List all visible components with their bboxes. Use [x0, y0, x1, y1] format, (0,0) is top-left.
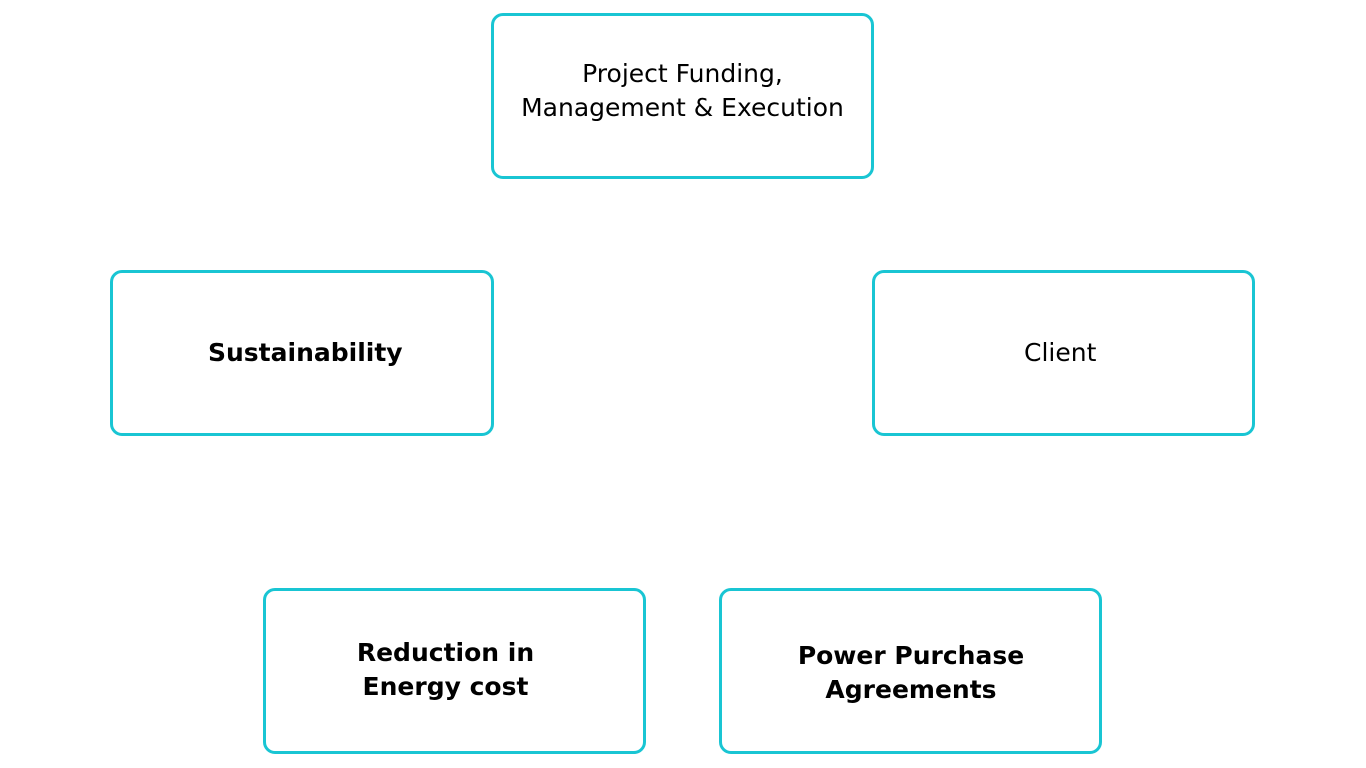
- node-sustainability-label: Sustainability: [208, 336, 403, 370]
- node-project-funding-label: Project Funding, Management & Execution: [521, 57, 844, 125]
- node-sustainability: Sustainability: [110, 270, 494, 436]
- node-project-funding-line2: Management & Execution: [521, 93, 844, 122]
- node-project-funding: Project Funding, Management & Execution: [491, 13, 874, 179]
- node-client-line1: Client: [1024, 338, 1097, 367]
- node-power-purchase-agreements: Power Purchase Agreements: [719, 588, 1102, 754]
- node-reduction-energy-cost-label: Reduction in Energy cost: [357, 636, 534, 704]
- node-client: Client: [872, 270, 1255, 436]
- node-power-purchase-agreements-line2: Agreements: [825, 675, 997, 704]
- node-reduction-energy-cost: Reduction in Energy cost: [263, 588, 646, 754]
- node-client-label: Client: [1024, 336, 1096, 370]
- node-sustainability-line1: Sustainability: [208, 338, 403, 367]
- node-project-funding-line1: Project Funding,: [582, 59, 783, 88]
- node-reduction-energy-cost-line2: Energy cost: [362, 672, 529, 701]
- node-power-purchase-agreements-line1: Power Purchase: [797, 641, 1025, 670]
- node-power-purchase-agreements-label: Power Purchase Agreements: [798, 639, 1024, 707]
- node-reduction-energy-cost-line1: Reduction in: [356, 638, 535, 667]
